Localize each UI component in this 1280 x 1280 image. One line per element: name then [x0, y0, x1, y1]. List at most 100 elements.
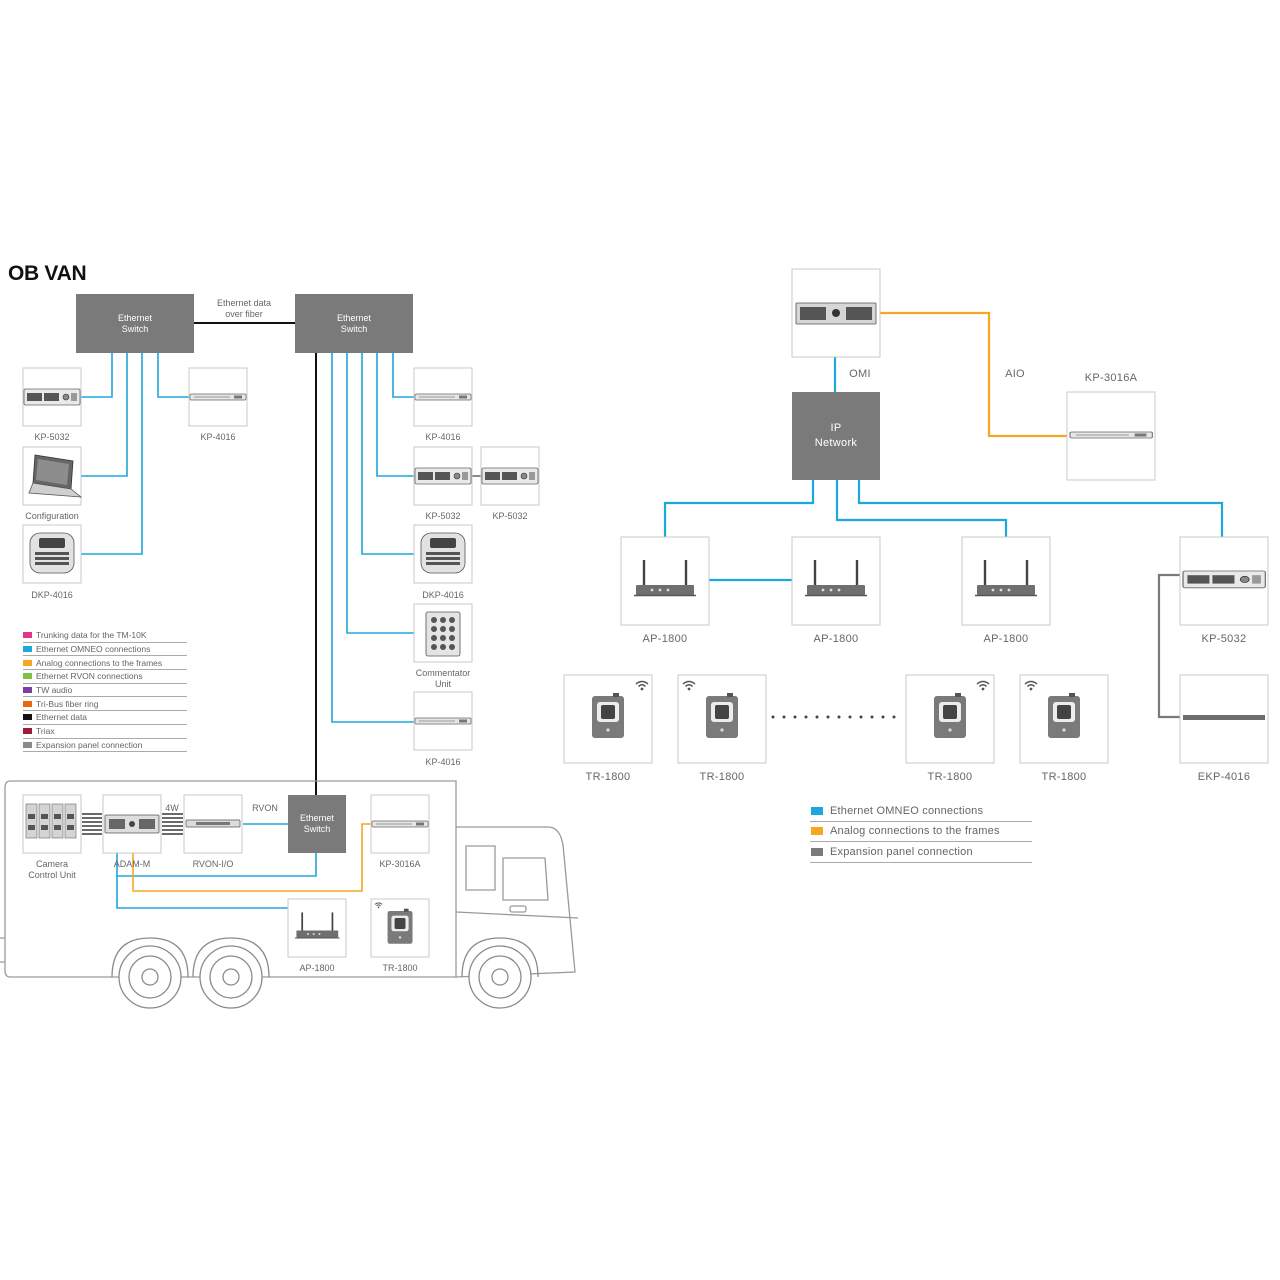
ap1800-truck-device[interactable] [287, 898, 347, 958]
kp3016a-right-device[interactable] [1066, 391, 1156, 481]
label-4w: 4W [165, 803, 179, 813]
label-ap1800-2: AP-1800 [813, 633, 859, 645]
label-ekp4016: EKP-4016 [1197, 771, 1251, 783]
adam-ap-line [116, 876, 288, 909]
label-kp5032-a: KP-5032 [34, 432, 70, 442]
legend-item: Triax [23, 725, 187, 739]
ekp4016-right-device[interactable] [1179, 674, 1269, 764]
legend-swatch [811, 806, 823, 815]
legend-swatch [23, 687, 32, 694]
adam-kp3016a-analog-line [132, 823, 371, 892]
omneo-lines-ip [663, 480, 1224, 582]
label-dkp4016-b: DKP-4016 [422, 590, 464, 600]
4w-stripes [82, 813, 183, 835]
label-tr1800-2: TR-1800 [699, 771, 745, 783]
legend-swatch [23, 646, 32, 653]
dkp4016-b-device[interactable] [413, 524, 473, 584]
tr1800-2-device[interactable] [677, 674, 767, 764]
legend-label: Ethernet RVON connections [36, 671, 143, 682]
kp5032-c-device[interactable] [480, 446, 540, 506]
omneo-lines-left [81, 353, 189, 555]
legend-swatch [811, 827, 823, 836]
label-commentator: Commentator Unit [415, 668, 471, 689]
label-rvon-io: RVON-I/O [192, 859, 234, 869]
tr1800-truck-device[interactable] [370, 898, 430, 958]
camera-control-unit-device[interactable] [22, 794, 82, 854]
fiber-label: Ethernet data over fiber [216, 298, 272, 319]
label-kp3016a-truck: KP-3016A [379, 859, 421, 869]
legend-label: Triax [36, 726, 55, 737]
label-ap1800-3: AP-1800 [983, 633, 1029, 645]
legend-label: Expansion panel connection [830, 845, 973, 858]
ap1800-3-device[interactable] [961, 536, 1051, 626]
legend-right: Ethernet OMNEO connections Analog connec… [810, 801, 1032, 863]
label-tr1800-truck: TR-1800 [382, 963, 418, 973]
legend-swatch [811, 847, 823, 856]
legend-label: Ethernet data [36, 712, 88, 723]
configuration-device[interactable] [22, 446, 82, 506]
label-kp5032-b: KP-5032 [425, 511, 461, 521]
kp5032-b-device[interactable] [413, 446, 473, 506]
label-omi: OMI [849, 368, 871, 380]
kp5032-left-device[interactable] [22, 367, 82, 427]
dkp4016-left-device[interactable] [22, 524, 82, 584]
switch-truck-label: Ethernet Switch [299, 813, 335, 834]
label-kp5032-c: KP-5032 [492, 511, 528, 521]
label-rvon: RVON [252, 803, 278, 813]
switch-2-label: Ethernet Switch [336, 312, 372, 334]
legend-swatch [23, 632, 32, 639]
legend-swatch [23, 673, 32, 680]
tr-dots [771, 715, 896, 719]
legend-swatch [23, 714, 32, 721]
label-aio: AIO [1005, 368, 1025, 380]
kp4016-c-device[interactable] [413, 691, 473, 751]
label-kp5032-right: KP-5032 [1201, 633, 1247, 645]
legend-left: Trunking data for the TM-10K Ethernet OM… [23, 629, 187, 753]
kp4016-b-device[interactable] [413, 367, 473, 427]
label-adam-m: ADAM-M [113, 859, 151, 869]
label-camera-unit: Camera Control Unit [28, 859, 76, 880]
tr1800-3-device[interactable] [905, 674, 995, 764]
legend-swatch [23, 728, 32, 735]
ip-network[interactable]: IP Network [792, 392, 880, 480]
legend-swatch [23, 741, 32, 748]
legend-item: Analog connections to the frames [810, 822, 1032, 842]
adam-m-device[interactable] [102, 794, 162, 854]
label-tr1800-4: TR-1800 [1041, 771, 1087, 783]
legend-label: Trunking data for the TM-10K [36, 630, 147, 641]
label-kp4016-a: KP-4016 [200, 432, 236, 442]
legend-item: TW audio [23, 684, 187, 698]
legend-label: Analog connections to the frames [36, 657, 163, 668]
rvon-io-device[interactable] [183, 794, 243, 854]
legend-label: Ethernet OMNEO connections [830, 804, 984, 817]
legend-item: Trunking data for the TM-10K [23, 629, 187, 643]
kp4016-left-device[interactable] [188, 367, 248, 427]
truck-wheels [111, 937, 539, 1009]
ethernet-switch-2[interactable]: Ethernet Switch [295, 294, 413, 353]
legend-item: Ethernet RVON connections [23, 670, 187, 684]
tr1800-4-device[interactable] [1019, 674, 1109, 764]
kp3016a-truck-device[interactable] [370, 794, 430, 854]
legend-item: Expansion panel connection [23, 739, 187, 753]
ethernet-switch-truck[interactable]: Ethernet Switch [288, 795, 346, 853]
matrix-frame-device[interactable] [791, 268, 881, 358]
label-ap1800-truck: AP-1800 [299, 963, 335, 973]
tr1800-1-device[interactable] [563, 674, 653, 764]
commentator-device[interactable] [413, 603, 473, 663]
label-dkp4016-a: DKP-4016 [31, 590, 73, 600]
kp5032-right-device[interactable] [1179, 536, 1269, 626]
ap1800-2-device[interactable] [791, 536, 881, 626]
ap1800-1-device[interactable] [620, 536, 710, 626]
legend-item: Analog connections to the frames [23, 656, 187, 671]
switch-1-label: Ethernet Switch [117, 312, 153, 334]
legend-item: Ethernet OMNEO connections [23, 643, 187, 657]
label-kp4016-c: KP-4016 [425, 757, 461, 767]
legend-label: Analog connections to the frames [830, 825, 1000, 838]
legend-label: Tri-Bus fiber ring [36, 698, 99, 709]
ethernet-switch-1[interactable]: Ethernet Switch [76, 294, 194, 353]
legend-label: Expansion panel connection [36, 739, 143, 750]
truck-outline [0, 780, 579, 978]
legend-item: Ethernet data [23, 711, 187, 725]
label-kp4016-b: KP-4016 [425, 432, 461, 442]
label-tr1800-1: TR-1800 [585, 771, 631, 783]
